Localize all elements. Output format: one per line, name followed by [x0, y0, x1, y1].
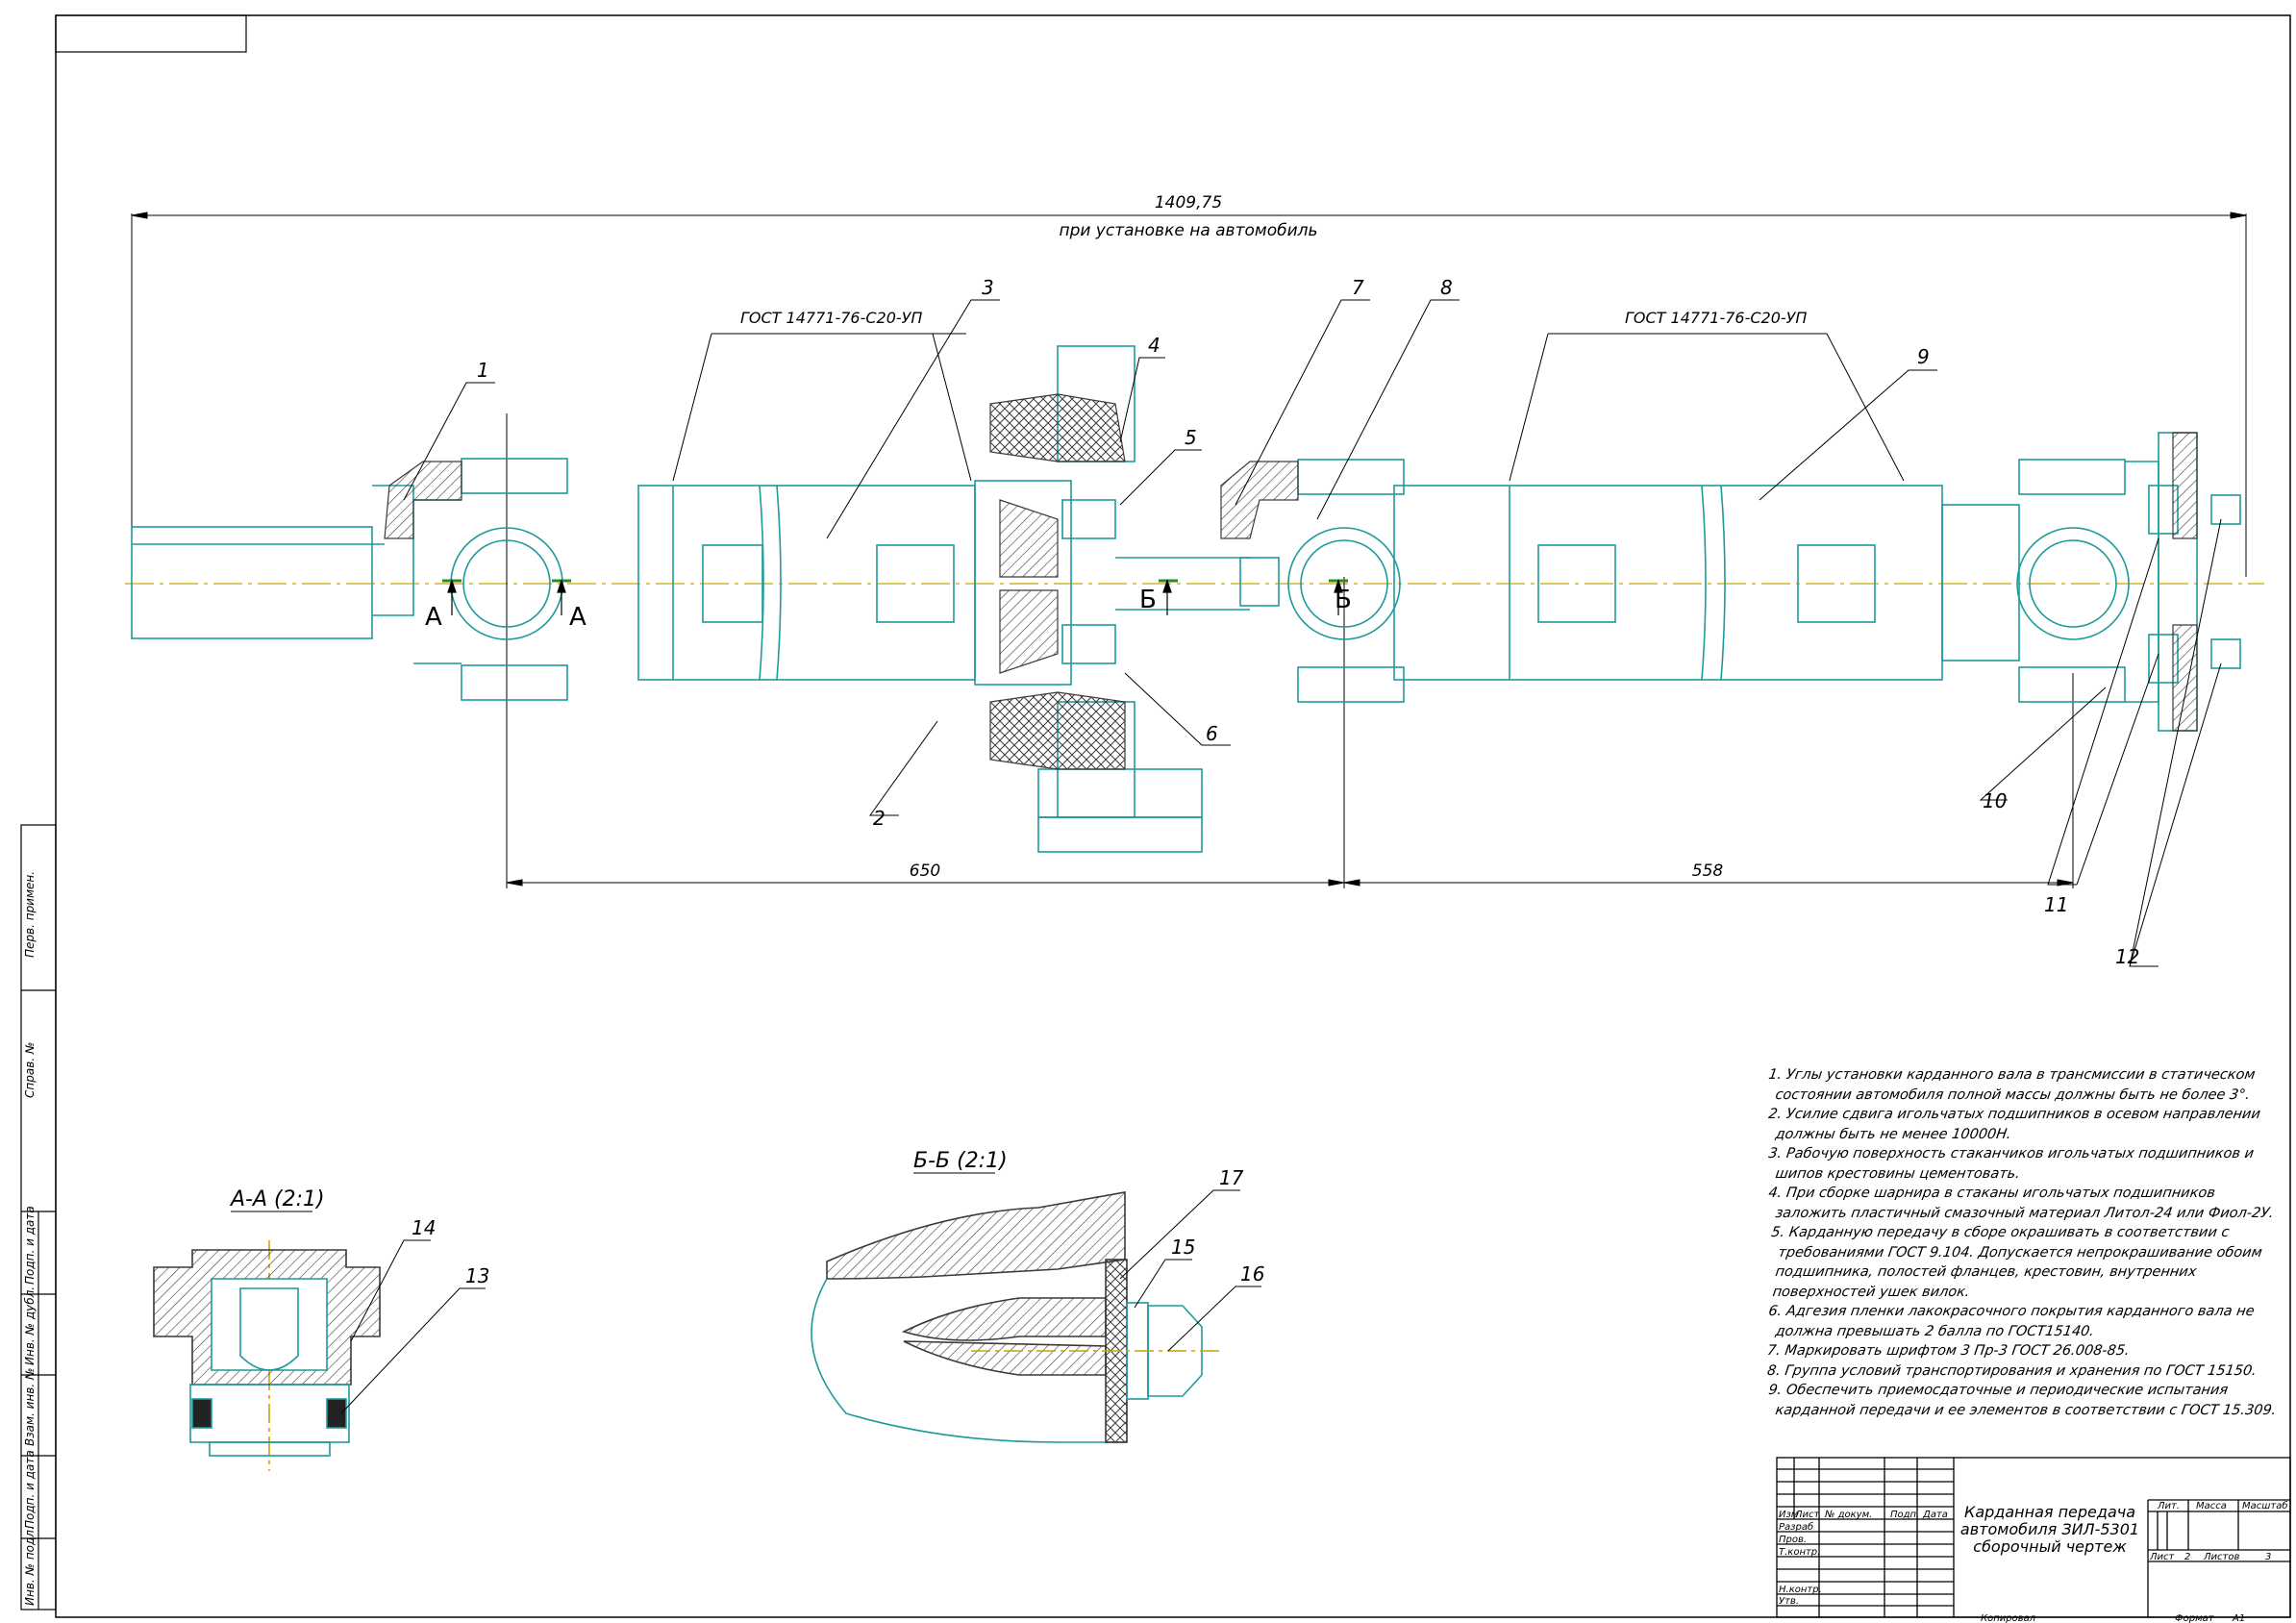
- tb-row-razrab: Разраб: [1779, 1521, 1813, 1533]
- callout-5: 5: [1185, 426, 1197, 449]
- tb-name-line2: автомобиля ЗИЛ-5301: [1960, 1520, 2139, 1538]
- top-left-tab: [55, 14, 247, 53]
- stamp-podp-data-1: Подп. и дата: [23, 1206, 37, 1285]
- tb-col-list: Лист: [1794, 1510, 1821, 1520]
- section-label-a-right: А: [569, 603, 586, 632]
- tb-sheet-no: 2: [2184, 1552, 2190, 1562]
- callout-1: 1: [477, 359, 489, 382]
- tb-format: А1: [2232, 1613, 2245, 1623]
- overall-dimension: [131, 212, 2247, 577]
- tb-copied: Копировал: [1981, 1613, 2036, 1623]
- view-aa-leaders: [340, 1239, 486, 1414]
- gost-leaders: [672, 333, 1905, 482]
- callout-2: 2: [873, 807, 886, 830]
- callout-6: 6: [1206, 722, 1218, 745]
- callout-16: 16: [1240, 1262, 1264, 1286]
- stamp-inv-podl: Инв. № подл.: [23, 1526, 37, 1606]
- gost-left-label: ГОСТ 14771-76-С20-УП: [740, 309, 922, 327]
- tb-format-label: Формат: [2175, 1613, 2215, 1623]
- section-label-a-left: А: [425, 603, 442, 632]
- overall-dimension-note: при установке на автомобиль: [1059, 221, 1317, 240]
- section-label-b-right: Б: [1335, 586, 1352, 614]
- callout-8: 8: [1440, 276, 1453, 299]
- note-4: 4. При сборке шарнира в стаканы игольчат…: [1767, 1186, 2275, 1221]
- stamp-perv-primen: Перв. примен.: [23, 871, 37, 958]
- note-1: 1. Углы установки карданного вала в тран…: [1767, 1067, 2257, 1103]
- shaft-assembly: [131, 345, 2241, 853]
- dimension-650: 650: [910, 861, 940, 881]
- view-aa-title: А-А (2:1): [229, 1187, 325, 1211]
- tb-row-nkontr: Н.контр.: [1779, 1585, 1822, 1595]
- callout-4: 4: [1148, 334, 1160, 357]
- title-block: [1776, 1457, 2291, 1618]
- note-7: 7. Маркировать шрифтом 3 Пр-3 ГОСТ 26.00…: [1765, 1343, 2131, 1359]
- callout-14: 14: [412, 1216, 436, 1239]
- note-8: 8. Группа условий транспортирования и хр…: [1765, 1362, 2258, 1379]
- callout-leaders: [403, 299, 2222, 967]
- callout-17: 17: [1219, 1166, 1244, 1189]
- callout-9: 9: [1917, 345, 1930, 368]
- tb-col-date: Дата: [1922, 1510, 1948, 1520]
- stamp-podp-data-2: Подп. и дата: [23, 1450, 37, 1529]
- view-aa: [153, 1240, 381, 1471]
- tb-col-doc: № докум.: [1824, 1510, 1872, 1520]
- tb-sheet-label: Лист: [2149, 1552, 2176, 1562]
- side-stamp: [20, 824, 57, 1611]
- tb-sheets-no: 3: [2265, 1552, 2271, 1562]
- callout-3: 3: [982, 276, 994, 299]
- callout-13: 13: [465, 1264, 489, 1287]
- callout-7: 7: [1352, 276, 1364, 299]
- callout-15: 15: [1171, 1236, 1195, 1259]
- section-label-b-left: Б: [1139, 586, 1157, 614]
- tb-col-izm: Изм: [1779, 1510, 1799, 1520]
- overall-dimension-value: 1409,75: [1155, 193, 1222, 212]
- note-6: 6. Адгезия пленки лакокрасочного покрыти…: [1767, 1304, 2256, 1339]
- tb-name-line3: сборочный чертеж: [1973, 1537, 2127, 1556]
- note-9: 9. Обеспечить приемосдаточные и периодич…: [1767, 1383, 2278, 1418]
- tb-lit: Лит.: [2157, 1501, 2180, 1511]
- technical-requirements: 1. Углы установки карданного вала в тран…: [1765, 1065, 2286, 1420]
- tb-col-sign: Подп.: [1890, 1510, 1919, 1520]
- note-3: 3. Рабочую поверхность стаканчиков иголь…: [1767, 1146, 2256, 1182]
- tb-row-tkontr: Т.контр.: [1779, 1547, 1820, 1558]
- callout-11: 11: [2044, 893, 2068, 916]
- view-bb-leaders: [1119, 1189, 1261, 1352]
- outer-border: [55, 14, 2291, 1618]
- stamp-sprav-no: Справ. №: [23, 1042, 37, 1098]
- section-arrows: [447, 579, 1343, 615]
- tb-row-prov: Пров.: [1779, 1535, 1807, 1545]
- note-5: 5. Карданную передачу в сборе окрашивать…: [1770, 1225, 2263, 1300]
- hatched-sections: [384, 393, 2198, 770]
- callout-10: 10: [1983, 789, 2007, 812]
- dimension-558: 558: [1692, 861, 1724, 881]
- note-2: 2. Усилие сдвига игольчатых подшипников …: [1767, 1107, 2261, 1142]
- stamp-inv-dubl: Инв. № дубл.: [23, 1286, 37, 1365]
- callout-12: 12: [2115, 945, 2139, 968]
- view-bb-title: Б-Б (2:1): [913, 1149, 1008, 1173]
- gost-right-label: ГОСТ 14771-76-С20-УП: [1625, 309, 1807, 327]
- tb-sheets-label: Листов: [2203, 1552, 2239, 1562]
- stamp-vzam-inv: Взам. инв. №: [23, 1368, 37, 1446]
- tb-row-utv: Утв.: [1779, 1596, 1799, 1607]
- view-bb: [811, 1191, 1221, 1443]
- tb-name-line1: Карданная передача: [1964, 1503, 2135, 1521]
- tb-scale: Масштаб: [2242, 1500, 2288, 1511]
- tb-mass: Масса: [2196, 1501, 2227, 1511]
